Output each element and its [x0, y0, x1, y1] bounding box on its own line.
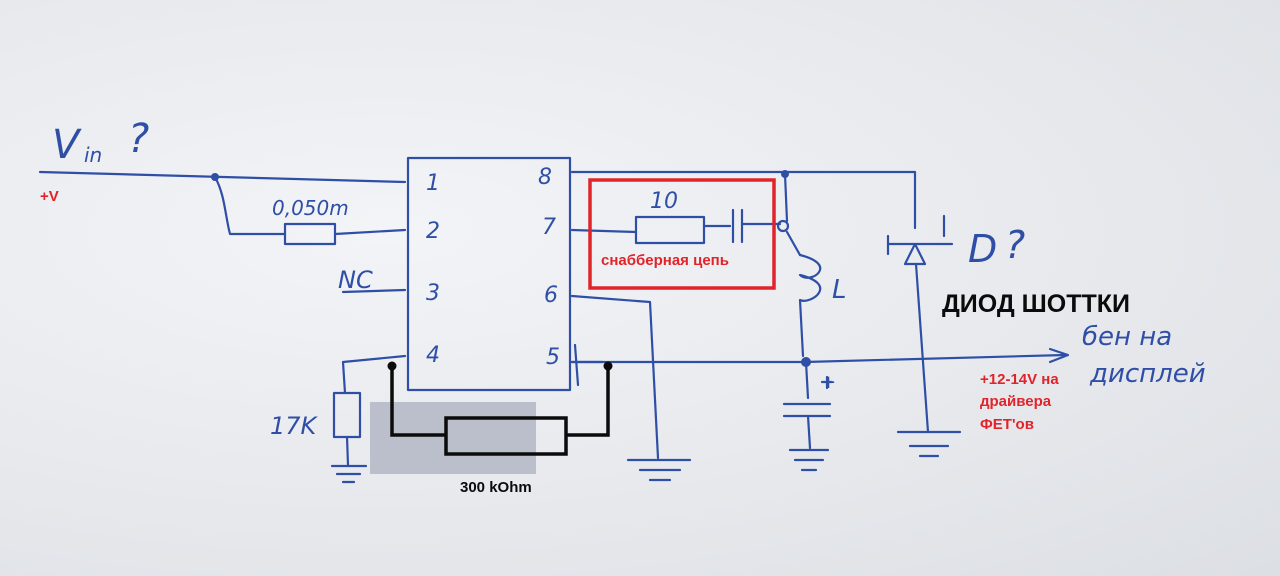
- plus-v-annotation: +V: [40, 188, 59, 205]
- pin-3-label: 3: [426, 281, 440, 306]
- output-note-line1: бен на: [1082, 322, 1172, 352]
- pin-7-label: 7: [542, 215, 556, 240]
- schottky-annotation: ДИОД ШОТТКИ: [942, 290, 1130, 318]
- resistor-17k-label: 17K: [270, 412, 319, 440]
- pin-1-label: 1: [426, 171, 440, 196]
- vin-label: V: [52, 122, 82, 168]
- pin-5-label: 5: [546, 345, 560, 370]
- resistor-300k-overlay: [370, 361, 613, 474]
- vin-sub-label: in: [84, 143, 102, 167]
- snubber-resistor-label: 10: [650, 189, 678, 214]
- pin-8-label: 8: [538, 165, 552, 190]
- diode-label: D: [968, 227, 997, 271]
- feedback-wiring: [330, 354, 407, 484]
- output-wiring: [570, 170, 1070, 482]
- output-note-line2: дисплей: [1089, 359, 1206, 389]
- pin-2-label: 2: [426, 219, 440, 244]
- diode-question: ?: [1005, 223, 1025, 267]
- snubber-highlight-box: [588, 178, 776, 290]
- resistor-300k-annotation: 300 kOhm: [460, 479, 532, 496]
- input-wiring: [38, 170, 407, 294]
- snubber-annotation: снабберная цепь: [601, 252, 729, 269]
- pin-6-label: 6: [544, 283, 558, 308]
- shunt-resistor-label: 0,050m: [272, 196, 349, 220]
- output-annotation-line1: +12-14V на: [980, 371, 1059, 388]
- capacitor-plus-label: +: [821, 372, 836, 393]
- output-annotation-line3: ФЕТ'ов: [980, 416, 1034, 433]
- vin-question: ?: [128, 116, 149, 162]
- pin-4-label: 4: [426, 343, 440, 368]
- ic-chip-body: [406, 156, 572, 392]
- output-annotation-line2: драйвера: [980, 393, 1052, 410]
- inductor-label: L: [832, 275, 847, 305]
- nc-label: NC: [338, 266, 373, 294]
